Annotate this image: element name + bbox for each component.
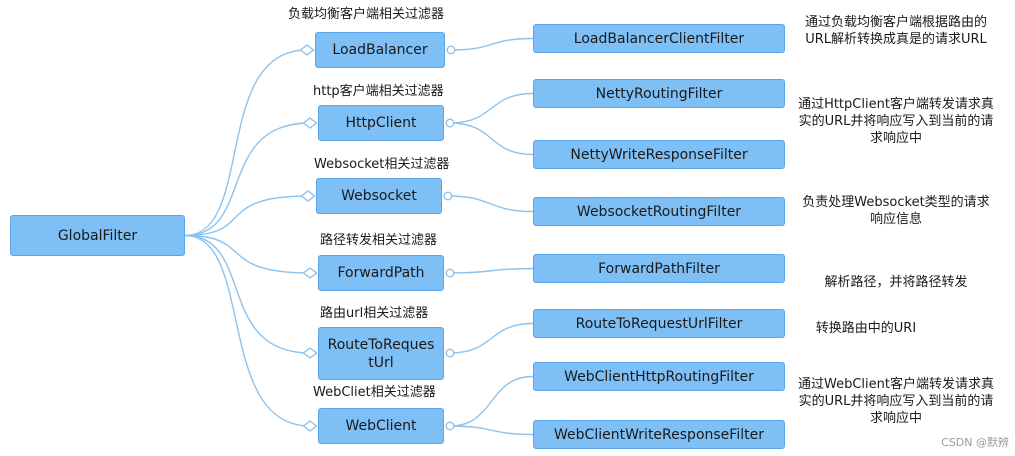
edge-root-to-category-1 — [184, 122, 311, 237]
connector-circle-0 — [446, 45, 456, 55]
description-forwardpath: 解析路径，并将路径转发 — [824, 275, 968, 290]
edge-category-3-to-filter-0 — [449, 267, 534, 274]
description-httpclient: 通过HttpClient客户端转发请求真实的URL并将响应写入到当前的请求响应中 — [798, 97, 994, 146]
group-label-webclient: WebCliet相关过滤器 — [313, 385, 436, 400]
connector-diamond-1 — [302, 117, 318, 129]
edge-category-2-to-filter-0 — [447, 195, 534, 213]
root-node-globalfilter: GlobalFilter — [10, 215, 185, 256]
group-label-forwardpath: 路径转发相关过滤器 — [320, 233, 438, 248]
edge-category-1-to-filter-1 — [449, 122, 534, 156]
category-node-routetorequesturl: RouteToRequestUrl — [318, 327, 444, 380]
connector-diamond-2 — [300, 190, 316, 202]
filter-node-nettywriteresponsefilter: NettyWriteResponseFilter — [533, 140, 785, 169]
connector-circle-2 — [443, 191, 453, 201]
group-label-routetorequesturl: 路由url相关过滤器 — [320, 306, 429, 321]
connector-diamond-0 — [299, 44, 315, 56]
category-node-forwardpath: ForwardPath — [318, 255, 444, 291]
filter-node-webclientwriteresponsefilter: WebClientWriteResponseFilter — [533, 420, 785, 449]
description-websocket: 负责处理Websocket类型的请求响应信息 — [802, 195, 990, 227]
group-label-httpclient: http客户端相关过滤器 — [313, 84, 444, 99]
edge-root-to-category-2 — [184, 195, 309, 237]
edge-category-1-to-filter-0 — [449, 92, 534, 124]
edge-root-to-category-4 — [184, 234, 311, 354]
edge-category-5-to-filter-1 — [449, 425, 534, 436]
filter-node-forwardpathfilter: ForwardPathFilter — [533, 254, 785, 283]
description-loadbalancer: 通过负载均衡客户端根据路由的URL解析转换成真是的请求URL — [804, 15, 987, 47]
filter-node-webclienthttproutingfilter: WebClientHttpRoutingFilter — [533, 362, 785, 391]
category-node-webclient: WebClient — [318, 408, 444, 444]
description-webclient: 通过WebClient客户端转发请求真实的URL并将响应写入到当前的请求响应中 — [798, 377, 994, 426]
group-label-loadbalancer: 负载均衡客户端相关过滤器 — [288, 7, 445, 22]
category-node-httpclient: HttpClient — [318, 105, 444, 141]
connector-circle-4 — [445, 348, 455, 358]
group-label-websocket: Websocket相关过滤器 — [314, 157, 450, 172]
connector-circle-5 — [445, 421, 455, 431]
edge-root-to-category-0 — [184, 49, 308, 237]
filter-node-routetorequesturlfilter: RouteToRequestUrlFilter — [533, 309, 785, 338]
edge-root-to-category-3 — [184, 234, 311, 274]
filter-node-websocketroutingfilter: WebsocketRoutingFilter — [533, 197, 785, 226]
watermark: CSDN @默辨 — [941, 436, 1009, 449]
category-node-websocket: Websocket — [316, 178, 442, 214]
connector-diamond-3 — [302, 267, 318, 279]
filter-node-nettyroutingfilter: NettyRoutingFilter — [533, 79, 785, 108]
description-routetorequesturl: 转换路由中的URI — [815, 321, 917, 336]
edge-root-to-category-5 — [184, 234, 311, 427]
edge-category-4-to-filter-0 — [449, 322, 534, 354]
connector-circle-3 — [445, 268, 455, 278]
connector-circle-1 — [445, 118, 455, 128]
filter-node-loadbalancerclientfilter: LoadBalancerClientFilter — [533, 24, 785, 53]
edge-category-0-to-filter-0 — [450, 37, 534, 51]
category-node-loadbalancer: LoadBalancer — [315, 32, 445, 68]
connector-diamond-4 — [302, 347, 318, 359]
edge-category-5-to-filter-0 — [449, 375, 534, 427]
connector-diamond-5 — [302, 420, 318, 432]
